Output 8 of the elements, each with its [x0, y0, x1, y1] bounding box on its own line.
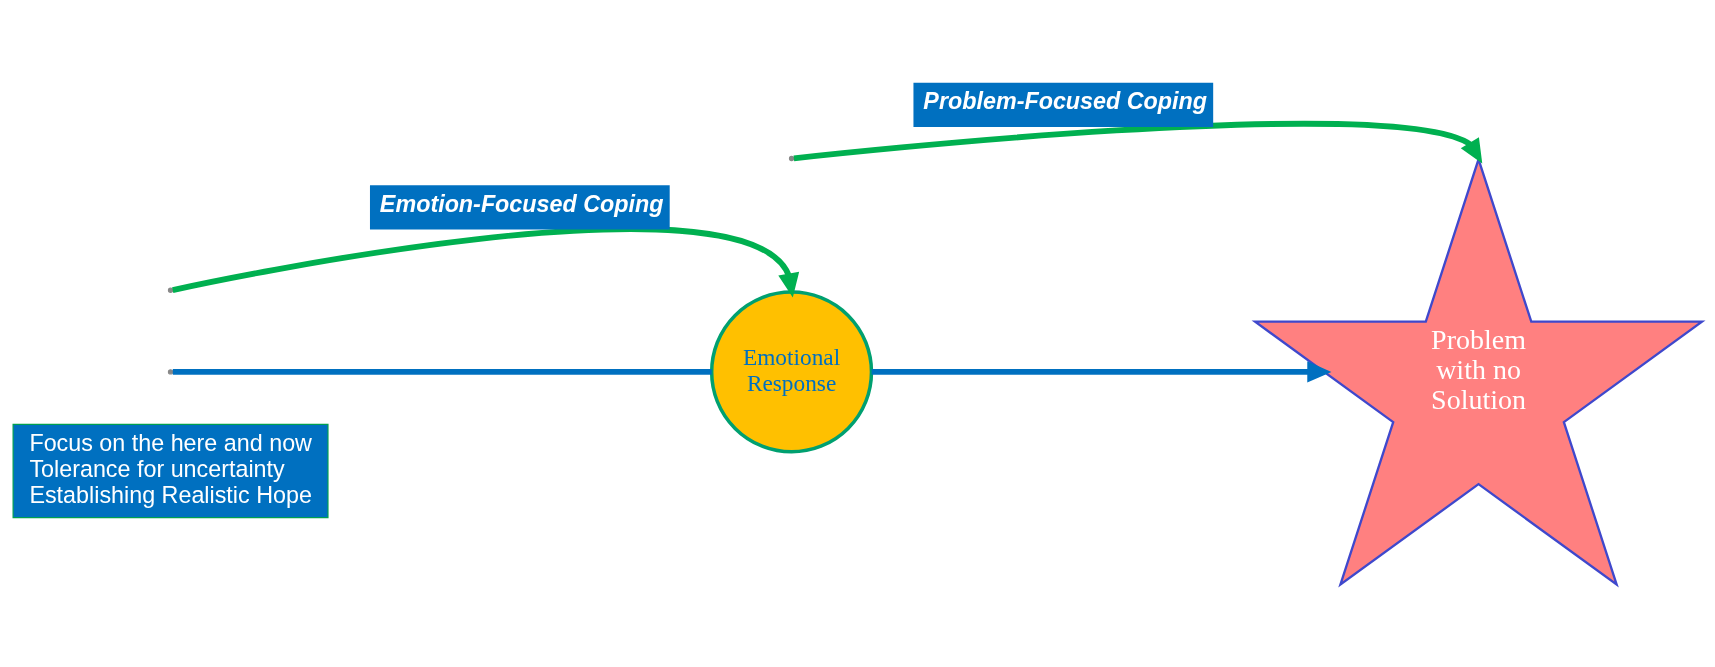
edge-label: Emotion-Focused Coping: [379, 191, 664, 218]
arrow: [871, 361, 1332, 383]
edge-label: Problem-Focused Coping: [923, 88, 1208, 115]
node-circle: Emotional Response: [709, 290, 874, 454]
arrow: [793, 121, 1483, 164]
arrow: [172, 226, 800, 298]
node-box: Focus on the here and now Tolerance for uncertainty Establishing Realistic Hope: [12, 423, 329, 519]
connector: [172, 369, 712, 375]
